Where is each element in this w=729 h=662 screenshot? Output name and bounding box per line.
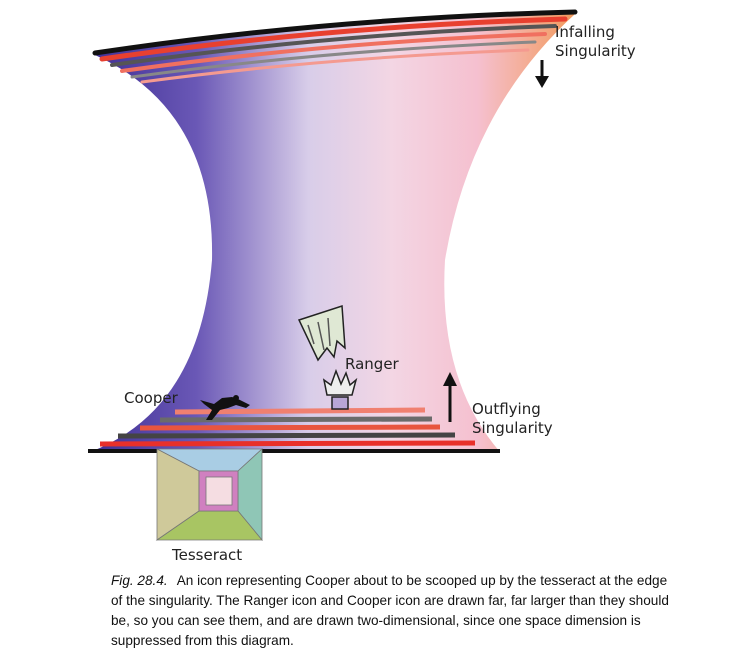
cooper-label: Cooper — [124, 389, 178, 407]
tesseract-label: Tesseract — [172, 546, 243, 564]
tesseract-icon — [155, 448, 264, 542]
infalling-singularity-stripes — [92, 9, 578, 84]
ranger-top-view-icon — [297, 304, 346, 362]
outflying-label-line1: Outflying — [472, 400, 541, 418]
outflying-singularity-label: Outflying Singularity — [472, 400, 553, 438]
ranger-label: Ranger — [345, 355, 399, 373]
spacetime-funnel — [90, 14, 575, 452]
caption-text: An icon representing Cooper about to be … — [111, 573, 669, 648]
infalling-label-line2: Singularity — [555, 42, 636, 60]
ranger-front-view-icon — [322, 368, 358, 410]
outflying-label-line2: Singularity — [472, 419, 553, 437]
figure-number: Fig. 28.4. — [111, 573, 168, 588]
outflying-arrow-icon — [443, 372, 457, 422]
infalling-singularity-label: Infalling Singularity — [555, 23, 636, 61]
infalling-arrow-icon — [535, 60, 549, 88]
infalling-label-line1: Infalling — [555, 23, 615, 41]
figure-caption: Fig. 28.4. An icon representing Cooper a… — [111, 571, 671, 651]
cooper-icon — [200, 395, 250, 420]
